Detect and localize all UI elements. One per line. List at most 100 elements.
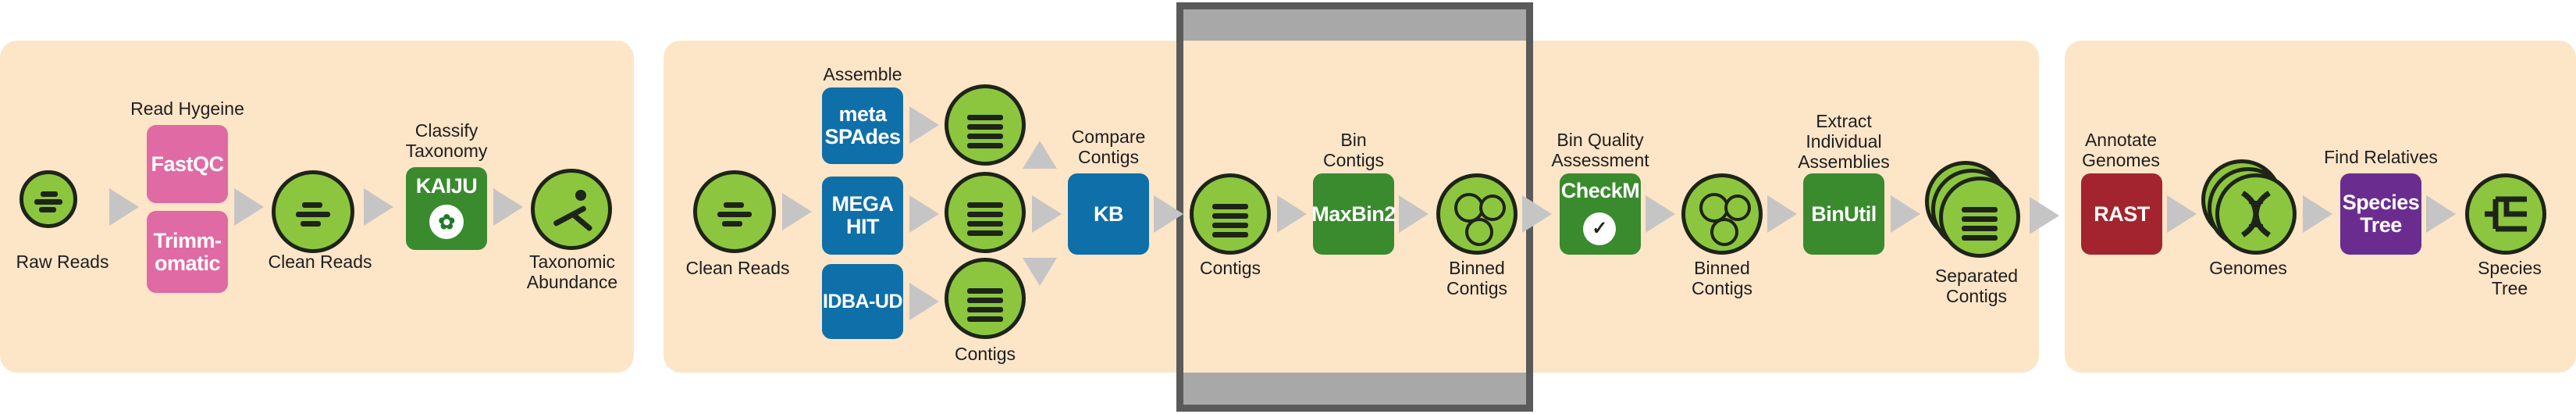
classify-taxonomy-label: Classify Taxonomy — [405, 120, 488, 161]
arrow — [364, 188, 393, 226]
trimmomatic-box[interactable]: Trimm- omatic — [147, 211, 228, 293]
bins-icon-circle — [1724, 195, 1751, 221]
contigs-icon-bar — [967, 143, 1003, 148]
arrow — [2167, 195, 2197, 233]
binned-contigs-label-2: Binned Contigs — [1692, 258, 1752, 298]
arrow — [1032, 195, 1062, 233]
tree-icon — [2485, 196, 2527, 232]
merge-arrow-down — [1023, 258, 1057, 286]
reads-icon-bar — [717, 212, 752, 217]
binned-contigs-node-2 — [1681, 173, 1763, 255]
species-tree-label: Species Tree — [2478, 258, 2542, 298]
checkm-box[interactable]: CheckM ✓ — [1560, 173, 1641, 255]
bin-contigs-label: Bin Contigs — [1323, 130, 1384, 170]
bins-icon-circle — [1710, 218, 1738, 246]
separated-contigs-node — [1939, 177, 2020, 258]
fastqc-box[interactable]: FastQC — [147, 125, 228, 203]
arrow — [909, 283, 939, 320]
arrow — [1154, 195, 1183, 233]
species-tree-box[interactable]: Species Tree — [2340, 173, 2421, 255]
kaiju-turtle-icon: ✿ — [429, 205, 464, 239]
contigs-icon-bar — [967, 124, 1003, 130]
idba-ud-box[interactable]: IDBA-UD — [822, 264, 903, 339]
arrow — [909, 106, 939, 144]
contigs-icon — [967, 202, 1003, 208]
raw-reads-label: Raw Reads — [16, 252, 109, 272]
metaspades-box[interactable]: meta SPAdes — [822, 87, 903, 164]
bins-icon-circle — [1479, 195, 1506, 221]
arrow — [493, 188, 523, 226]
arrow — [1891, 195, 1920, 233]
annotate-genomes-label: Annotate Genomes — [2082, 130, 2160, 170]
separated-contigs-label: Separated Contigs — [1934, 266, 2019, 306]
contigs-label-low: Contigs — [955, 344, 1016, 364]
clean-reads-label: Clean Reads — [268, 252, 372, 272]
taxonomic-abundance-node — [531, 169, 612, 250]
contigs-icon-bar — [1212, 232, 1248, 237]
contigs-icon-bar — [967, 221, 1003, 227]
checkm-label: CheckM — [1560, 179, 1640, 202]
contigs-node-megahit — [945, 172, 1026, 253]
clean-reads-label-2: Clean Reads — [685, 258, 790, 278]
compare-contigs-label: Compare Contigs — [1071, 127, 1146, 167]
arrow — [109, 188, 139, 226]
arrow — [782, 193, 812, 230]
genomes-node — [2215, 173, 2297, 255]
reads-icon-bar — [722, 221, 742, 227]
binned-contigs-label: Binned Contigs — [1446, 258, 1507, 298]
reads-icon-bar — [39, 207, 56, 212]
arrow — [2030, 197, 2059, 234]
contigs-icon-bar — [967, 230, 1003, 236]
contigs-icon-bar — [967, 212, 1003, 217]
reads-icon — [724, 202, 744, 208]
arrow — [2426, 195, 2456, 233]
contigs-icon-bar — [967, 298, 1003, 303]
assemble-label: Assemble — [823, 64, 902, 84]
dna-icon — [2240, 191, 2272, 237]
kb-box[interactable]: KB — [1068, 173, 1149, 255]
contigs-icon-bar — [1212, 213, 1248, 219]
rast-box[interactable]: RAST — [2081, 173, 2162, 255]
contigs-icon-bar — [1962, 235, 1998, 241]
taxonomic-abundance-label: Taxonomic Abundance — [526, 252, 618, 292]
contigs-icon — [967, 115, 1003, 120]
reads-icon — [302, 202, 322, 208]
contigs-icon-bar — [1962, 226, 1998, 231]
arrow — [2303, 195, 2332, 233]
taxonomy-icon — [575, 190, 586, 201]
read-hygeine-label: Read Hygeine — [130, 98, 244, 119]
find-relatives-label: Find Relatives — [2324, 147, 2438, 167]
bin-quality-label: Bin Quality Assessment — [1551, 130, 1649, 170]
maxbin2-box[interactable]: MaxBin2 — [1311, 173, 1396, 255]
reads-icon-bar — [296, 212, 330, 217]
contigs-icon-bar — [967, 134, 1003, 139]
arrow — [234, 188, 264, 226]
genomes-label: Genomes — [2209, 258, 2287, 278]
reads-icon-bar — [301, 221, 321, 227]
arrow — [1399, 195, 1429, 233]
raw-reads-node — [20, 170, 77, 228]
clean-reads-node-2 — [693, 170, 776, 253]
megahit-box[interactable]: MEGA HIT — [822, 177, 903, 255]
checkm-icon: ✓ — [1583, 212, 1616, 245]
highlight-bottom-band — [1180, 373, 1529, 408]
extract-label: Extract Individual Assemblies — [1798, 111, 1890, 172]
arrow — [1646, 195, 1675, 233]
contigs-node-metaspades — [945, 84, 1026, 166]
arrow — [1522, 195, 1552, 233]
kaiju-box[interactable]: KAIJU ✿ — [406, 167, 487, 250]
species-tree-node — [2465, 173, 2546, 255]
binned-contigs-node — [1436, 173, 1517, 255]
arrow — [1277, 195, 1307, 233]
clean-reads-node — [272, 170, 354, 253]
contigs-label: Contigs — [1200, 258, 1261, 278]
contigs-icon-bar — [967, 316, 1003, 322]
contigs-icon-bar — [967, 307, 1003, 312]
contigs-icon — [1962, 207, 1998, 212]
highlight-top-band — [1180, 6, 1529, 41]
taxonomy-icon-bar — [571, 212, 593, 232]
merge-arrow-up — [1023, 141, 1057, 169]
reads-icon — [41, 191, 58, 197]
binutil-box[interactable]: BinUtil — [1803, 173, 1884, 255]
kaiju-label: KAIJU — [415, 174, 478, 198]
